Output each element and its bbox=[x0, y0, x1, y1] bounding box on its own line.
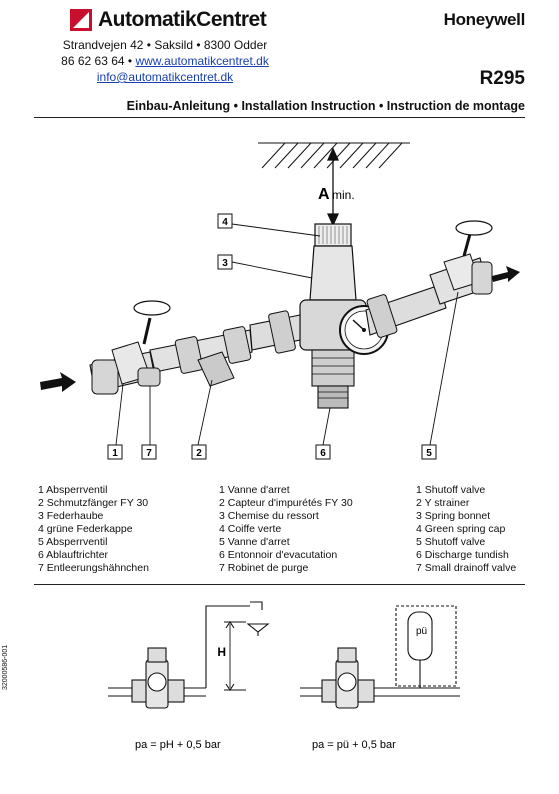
document-code: 32000586-001 bbox=[2, 644, 9, 690]
list-item: 7 Entleerungshähnchen bbox=[38, 562, 149, 574]
contact-line: 86 62 63 64 • www.automatikcentret.dk bbox=[0, 53, 330, 69]
model-number: R295 bbox=[479, 68, 525, 89]
svg-text:4: 4 bbox=[222, 217, 228, 228]
email-line: info@automatikcentret.dk bbox=[0, 69, 330, 85]
list-item: 1 Absperrventil bbox=[38, 484, 108, 496]
list-item: 1 Vanne d'arret bbox=[219, 484, 290, 496]
list-item: 1 Shutoff valve bbox=[416, 484, 486, 496]
parts-list-english: 1 Shutoff valve 2 Y strainer 3 Spring bo… bbox=[416, 484, 516, 575]
automatikcentret-logo-icon bbox=[70, 9, 92, 31]
parts-list-french: 1 Vanne d'arret 2 Capteur d'impurétés FY… bbox=[219, 484, 353, 575]
website-link[interactable]: www.automatikcentret.dk bbox=[135, 54, 269, 68]
inlet-flow-arrow bbox=[40, 372, 76, 392]
svg-text:6: 6 bbox=[320, 448, 326, 459]
spring-bonnet bbox=[309, 245, 357, 301]
callout-7: 7 bbox=[141, 444, 157, 460]
list-item: 7 Small drainoff valve bbox=[416, 562, 517, 574]
amin-sub-label: min. bbox=[332, 188, 355, 202]
callout-1: 1 bbox=[107, 444, 123, 460]
phone-number: 86 62 63 64 • bbox=[61, 54, 133, 68]
y-strainer-leg bbox=[197, 351, 235, 387]
email-link[interactable]: info@automatikcentret.dk bbox=[96, 70, 234, 84]
svg-text:7: 7 bbox=[146, 448, 152, 459]
left-valve-handwheel bbox=[133, 300, 171, 316]
callout-2: 2 bbox=[191, 444, 207, 460]
list-item: 5 Absperrventil bbox=[38, 536, 108, 548]
list-item: 2 Capteur d'impurétés FY 30 bbox=[219, 497, 353, 509]
list-item: 6 Ablauftrichter bbox=[38, 549, 109, 561]
address-line: Strandvejen 42 • Saksild • 8300 Odder bbox=[62, 38, 268, 52]
list-item: 4 grüne Federkappe bbox=[38, 523, 133, 535]
list-item: 7 Robinet de purge bbox=[219, 562, 309, 574]
installation-drawing: A min. bbox=[40, 142, 520, 460]
list-item: 5 Shutoff valve bbox=[416, 536, 486, 548]
left-pressure-diagram bbox=[108, 601, 270, 709]
svg-text:2: 2 bbox=[196, 448, 202, 459]
company-logo: AutomatikCentret bbox=[70, 8, 267, 32]
green-spring-cap bbox=[314, 223, 352, 247]
callout-3: 3 bbox=[217, 254, 233, 270]
brand-name: Honeywell bbox=[443, 10, 526, 29]
parts-list-german: 1 Absperrventil 2 Schmutzfänger FY 30 3 … bbox=[38, 484, 149, 575]
list-item: 2 Y strainer bbox=[416, 497, 470, 509]
list-item: 2 Schmutzfänger FY 30 bbox=[38, 497, 149, 509]
right-pressure-diagram bbox=[300, 605, 460, 709]
list-item: 5 Vanne d'arret bbox=[219, 536, 290, 548]
callout-5: 5 bbox=[421, 444, 437, 460]
section-divider bbox=[34, 584, 525, 585]
valve-lower-body bbox=[311, 349, 355, 387]
right-valve-handwheel bbox=[455, 220, 493, 236]
pressure-diagrams: H pü pa = pH + 0,5 bar pa = pü + 0,5 bar bbox=[108, 601, 460, 751]
callout-4: 4 bbox=[217, 213, 233, 229]
callout-6: 6 bbox=[315, 444, 331, 460]
list-item: 3 Spring bonnet bbox=[416, 510, 491, 522]
formula-left: pa = pH + 0,5 bar bbox=[135, 739, 221, 751]
header-divider bbox=[34, 117, 525, 118]
page-subtitle: Einbau-Anleitung • Installation Instruct… bbox=[126, 99, 525, 113]
pu-label: pü bbox=[416, 626, 427, 637]
list-item: 3 Chemise du ressort bbox=[219, 510, 319, 522]
svg-text:1: 1 bbox=[112, 448, 118, 459]
list-item: 6 Entonnoir d'evacutation bbox=[219, 549, 338, 561]
list-item: 3 Federhaube bbox=[38, 510, 104, 522]
svg-text:3: 3 bbox=[222, 258, 228, 269]
list-item: 4 Coiffe verte bbox=[219, 523, 282, 535]
list-item: 4 Green spring cap bbox=[416, 523, 506, 535]
list-item: 6 Discharge tundish bbox=[416, 549, 509, 561]
svg-text:5: 5 bbox=[426, 448, 432, 459]
drainoff-valve bbox=[137, 367, 161, 387]
company-name: AutomatikCentret bbox=[98, 8, 267, 31]
amin-dimension-arrow bbox=[326, 147, 340, 227]
formula-right: pa = pü + 0,5 bar bbox=[312, 739, 396, 751]
ceiling-hatch bbox=[258, 142, 410, 169]
amin-label: A bbox=[318, 186, 330, 203]
h-label: H bbox=[217, 645, 226, 659]
outlet-flow-arrow bbox=[492, 266, 520, 282]
discharge-tundish bbox=[317, 385, 349, 409]
